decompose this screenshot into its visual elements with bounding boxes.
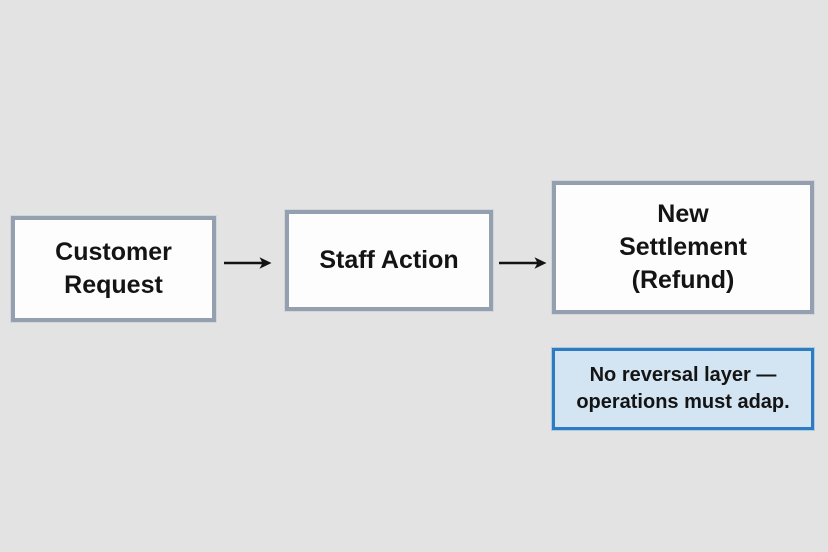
- note-text-line: operations must adap.: [576, 391, 790, 413]
- annotation-note-box: No reversal layer — operations must adap…: [552, 348, 814, 430]
- note-text-line: No reversal layer —: [589, 364, 777, 386]
- node-label-line: (Refund): [631, 266, 735, 294]
- node-new-settlement-refund: New Settlement (Refund): [552, 181, 814, 314]
- node-label-line: Request: [64, 271, 163, 299]
- node-label-line: New: [657, 200, 709, 228]
- node-label-line: Settlement: [619, 233, 747, 261]
- arrow-right-icon: [499, 257, 547, 269]
- node-customer-request: Customer Request: [11, 216, 216, 322]
- node-label-line: Staff Action: [319, 246, 459, 274]
- arrow-right-icon: [224, 257, 272, 269]
- node-label-line: Customer: [55, 238, 172, 266]
- node-staff-action: Staff Action: [285, 210, 493, 311]
